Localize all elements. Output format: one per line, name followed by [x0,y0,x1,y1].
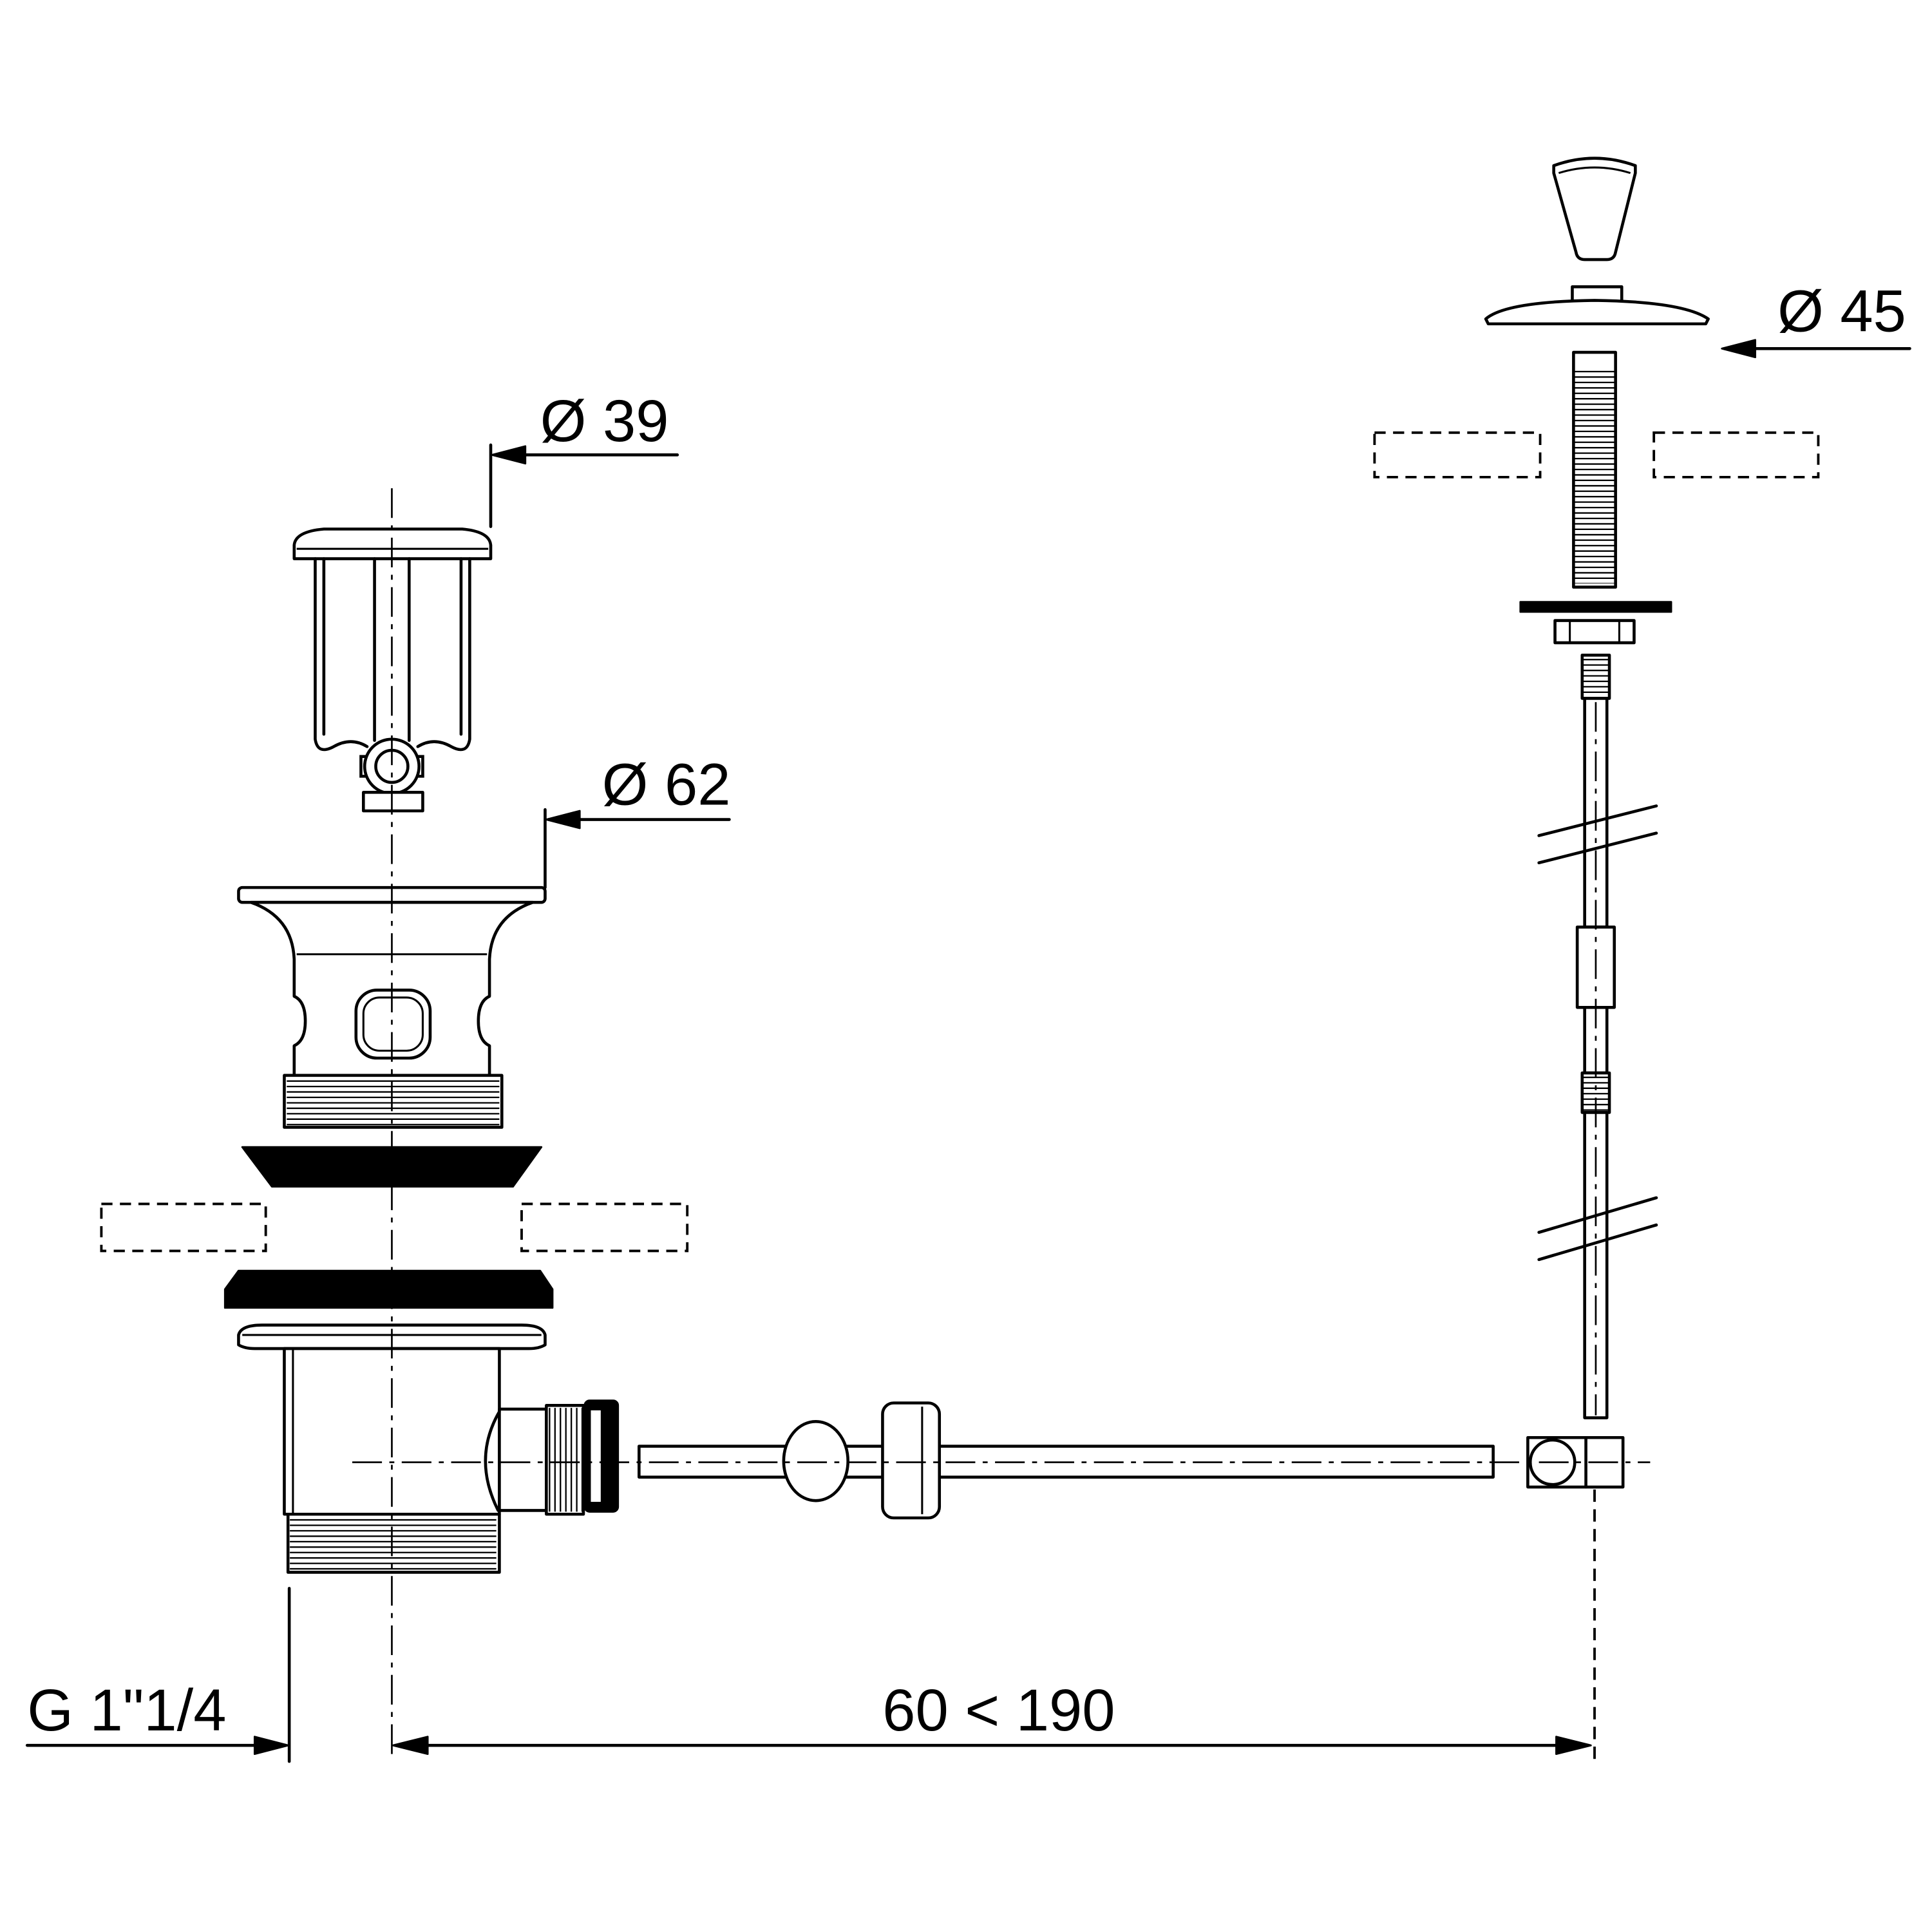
break-mark-upper-a [1537,804,1658,837]
cover-plate-diameter-dimension: Ø 45 [1721,278,1911,359]
tube-washer [1519,601,1672,613]
basin-section-right [520,1202,689,1253]
stopper-right-wing [416,557,471,752]
pivot-bushing [881,1401,942,1520]
rod-length-right-arrowhead [1555,1736,1592,1756]
flat-gasket [223,1269,554,1309]
basin-section-upper-right [1653,431,1820,478]
basin-section-upper-left [1373,431,1542,478]
spout-nut [583,1399,620,1513]
lift-knob [1552,156,1637,261]
stopper-arrowhead [491,445,527,465]
waste-body-thread [286,1512,501,1574]
stopper-ring-lugs [359,755,424,778]
flange-window-inner [362,996,424,1052]
rod-length-dimension: 60 < 190 [392,1677,1592,1756]
lift-knob-edge [1558,166,1631,175]
flange-diameter-label: Ø 62 [602,752,731,818]
spout-nut-highlight [591,1410,601,1502]
spout-thread [545,1404,585,1516]
cover-plate [1484,299,1710,326]
cover-plate-diameter-label: Ø 45 [1777,278,1906,344]
stopper-diameter-dimension: Ø 39 [489,388,679,528]
thread-arrowhead [253,1736,289,1756]
overflow-spout-curve [484,1410,501,1512]
stopper-plug [292,527,493,813]
cover-plate-arrowhead [1721,339,1756,359]
stopper-diameter-label: Ø 39 [540,388,669,454]
thread-size-dimension: G 1"1/4 [25,1587,291,1763]
break-mark-lower-b [1537,1223,1658,1262]
tube-nut [1553,619,1636,645]
overflow-spout [498,1407,548,1512]
rod-length-label: 60 < 190 [882,1677,1115,1743]
pivot-rod [638,1401,1495,1520]
break-mark-lower-a [1537,1196,1658,1234]
basin-section-left [100,1202,267,1253]
rod-length-left-arrowhead [392,1736,429,1756]
pivot-ball [782,1419,850,1502]
lift-rod-assembly [1373,156,1820,1419]
cone-washer [241,1146,543,1188]
flange-window [354,989,432,1060]
stopper-foot [361,791,424,813]
break-mark-upper-b [1537,831,1658,865]
flange-diameter-dimension: Ø 62 [544,752,731,889]
stopper-left-wing [314,557,369,752]
thread-size-label: G 1"1/4 [27,1677,226,1743]
flange-arrowhead [545,810,581,829]
waste-body [237,1323,620,1574]
